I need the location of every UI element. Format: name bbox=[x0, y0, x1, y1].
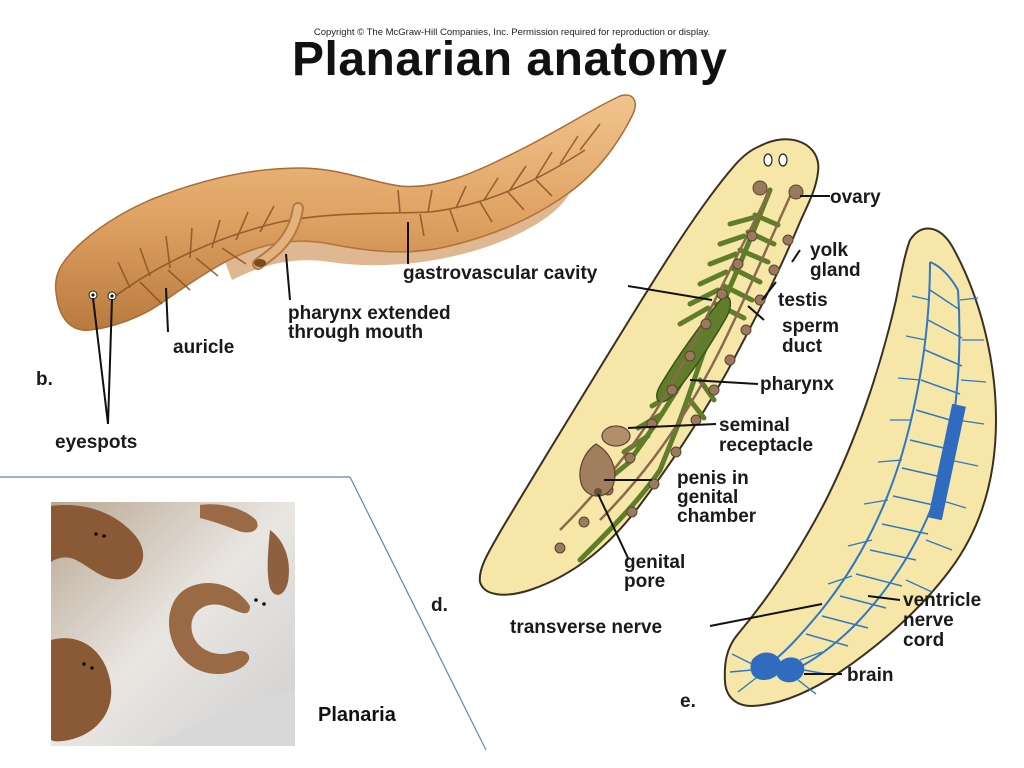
ventral-nerve-highlight bbox=[928, 403, 966, 521]
panel-d-leader-lines bbox=[597, 195, 830, 559]
genital-complex bbox=[579, 425, 631, 497]
label-yolk: yolk bbox=[810, 240, 848, 261]
panel-b-leader-lines bbox=[92, 222, 409, 425]
lateral-nerve-branches bbox=[827, 295, 987, 593]
label-through-mouth: through mouth bbox=[288, 322, 423, 343]
label-pharynx: pharynx bbox=[760, 374, 834, 395]
photo-caption: Planaria bbox=[318, 704, 396, 726]
label-penis-in: penis in bbox=[677, 468, 749, 489]
photo-eyespots bbox=[82, 532, 266, 670]
panel-d-letter: d. bbox=[431, 595, 448, 616]
label-pharynx-extended: pharynx extended bbox=[288, 303, 451, 324]
panel-b-letter: b. bbox=[36, 369, 53, 390]
transverse-nerves bbox=[805, 289, 963, 647]
brain-ganglia bbox=[750, 652, 805, 683]
panel-e-illustration bbox=[709, 227, 998, 708]
label-eyespots: eyespots bbox=[55, 432, 137, 453]
panel-e-letter: e. bbox=[680, 691, 696, 712]
page-title: Planarian anatomy bbox=[292, 33, 728, 86]
panel-b-illustration bbox=[54, 94, 636, 425]
label-chamber: chamber bbox=[677, 506, 757, 527]
label-receptacle: receptacle bbox=[719, 435, 813, 456]
pharynx-tube bbox=[252, 202, 304, 270]
panel-e-leader-lines bbox=[709, 595, 901, 675]
label-sperm: sperm bbox=[782, 316, 839, 337]
label-genital-pore-2: pore bbox=[624, 571, 665, 592]
label-auricle: auricle bbox=[173, 337, 234, 358]
ocelli bbox=[763, 153, 788, 167]
label-nerve: nerve bbox=[903, 610, 954, 631]
label-transverse-nerve: transverse nerve bbox=[510, 617, 662, 638]
label-ventricle: ventricle bbox=[903, 590, 981, 611]
label-gland: gland bbox=[810, 260, 861, 281]
label-cord: cord bbox=[903, 630, 944, 651]
worm-underside-shading bbox=[225, 192, 570, 280]
label-genital-pore-1: genital bbox=[624, 552, 685, 573]
label-genital: genital bbox=[677, 487, 738, 508]
copyright-notice: Copyright © The McGraw-Hill Companies, I… bbox=[313, 27, 711, 38]
panel-d-illustration bbox=[478, 138, 830, 596]
gut-branches bbox=[109, 123, 601, 305]
label-ovary: ovary bbox=[830, 187, 881, 208]
eyespots bbox=[88, 290, 117, 301]
photo-inset bbox=[0, 476, 487, 751]
label-testis: testis bbox=[778, 290, 828, 311]
label-seminal: seminal bbox=[719, 415, 790, 436]
worm-body-dorsal-e bbox=[723, 227, 998, 708]
label-duct: duct bbox=[782, 336, 823, 357]
label-gastrovascular-cavity: gastrovascular cavity bbox=[403, 263, 598, 284]
worm-body-side-view bbox=[54, 94, 636, 331]
label-brain: brain bbox=[847, 665, 893, 686]
